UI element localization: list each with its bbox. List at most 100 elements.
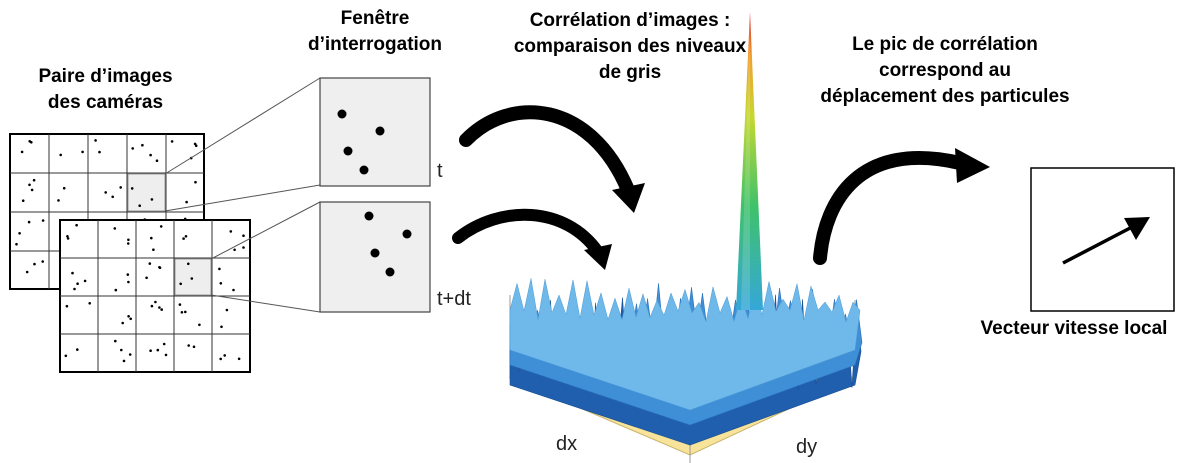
highlight-cell-front <box>174 258 212 296</box>
particle-dot <box>131 147 134 150</box>
particle-dot <box>184 235 188 238</box>
particle-dot <box>81 150 84 154</box>
interrogation-window-t <box>319 77 431 187</box>
particle-dot <box>162 342 166 346</box>
particle-dot <box>83 279 87 283</box>
axis-label-dx: dx <box>556 433 578 455</box>
particle-dot <box>149 153 152 157</box>
particle-dot <box>187 262 190 266</box>
correlation-label: Corrélation d’images : comparaison des n… <box>513 10 747 83</box>
particle-dot <box>150 198 154 201</box>
zoom-connectors <box>164 77 321 313</box>
particle-dot <box>27 220 31 224</box>
particle-dot <box>113 227 117 230</box>
particle-dot <box>156 348 160 352</box>
particle-dot <box>150 304 154 308</box>
particle-dot <box>30 188 34 192</box>
interrogation-window-t-dt <box>319 201 431 313</box>
particle-dot <box>145 276 148 280</box>
correlation-surface <box>508 12 863 463</box>
axis-label-dy: dy <box>796 436 818 458</box>
particle-dot <box>119 186 122 189</box>
time-label-t-dt: t+dt <box>437 288 471 310</box>
particle-dot <box>20 150 24 154</box>
particle-dot <box>141 143 144 147</box>
particle-dot <box>66 237 70 240</box>
correlation-peak <box>736 12 763 310</box>
particle-dot <box>59 153 62 157</box>
particle-dot <box>94 139 97 142</box>
particle-dot <box>73 287 76 291</box>
particle-dot <box>149 349 152 353</box>
particle-dot <box>71 271 74 275</box>
particle-dot <box>150 236 153 240</box>
particle-dot <box>242 234 245 237</box>
particle-dot <box>180 311 184 314</box>
particle-dot <box>219 357 222 361</box>
particle-dot <box>190 277 194 280</box>
particle-dot <box>155 159 159 162</box>
particle-dot <box>32 178 36 182</box>
particle-dot <box>148 262 152 265</box>
arrow-window-t-to-correlation <box>459 105 645 213</box>
particle-dot <box>127 238 130 242</box>
particle-dot <box>41 260 44 263</box>
velocity-vector-label: Vecteur vitesse local <box>980 318 1168 339</box>
particle-dot <box>219 282 223 285</box>
arrow-peak-to-vector <box>813 148 990 265</box>
particle-dot <box>185 200 188 204</box>
particle-dot <box>242 246 245 249</box>
particle-dot <box>225 308 229 312</box>
particle-dot <box>164 353 168 357</box>
particle-dot <box>76 348 79 351</box>
particle-dot <box>18 232 21 235</box>
particle-dot <box>127 280 130 284</box>
particle-dot <box>152 248 155 251</box>
particle-dot <box>154 300 157 304</box>
particle-dot <box>111 195 114 199</box>
particle-dot <box>88 302 91 305</box>
particle-dot <box>220 325 223 329</box>
particle-dot <box>126 273 130 276</box>
particle-dot <box>129 317 132 321</box>
particle-dot <box>65 304 69 308</box>
particle-dot <box>114 339 117 343</box>
particle-dot <box>158 306 161 309</box>
particle-dot <box>178 303 182 306</box>
peak-label: Le pic de corrélation correspond au dépl… <box>820 34 1070 107</box>
particle-dot <box>121 321 124 325</box>
particle-dot <box>25 270 29 274</box>
particle-dot <box>28 183 31 187</box>
arrow-window-t-dt-to-correlation <box>452 208 612 270</box>
particle-dot <box>122 359 126 363</box>
particle-dot <box>138 204 141 207</box>
particle-dot <box>159 225 163 228</box>
particle-dot <box>193 142 197 146</box>
particle-dot <box>233 248 236 252</box>
particle-dot <box>75 223 78 227</box>
particle-dot <box>104 191 107 194</box>
particle-dot <box>98 150 101 154</box>
particle-dot <box>127 315 130 318</box>
velocity-vector-icon <box>1062 224 1135 265</box>
camera-pair-label: Paire d’images des caméras <box>38 66 173 113</box>
interrogation-window-label: Fenêtre d’interrogation <box>307 8 443 55</box>
particle-dot <box>76 282 79 286</box>
particle-dot <box>179 282 182 286</box>
particle-dot <box>237 357 241 361</box>
particle-dot <box>158 266 162 270</box>
particle-dot <box>41 219 45 222</box>
particle-dot <box>126 242 130 245</box>
particle-dot <box>64 354 68 358</box>
particle-dot <box>187 344 190 347</box>
particle-dot <box>28 140 32 143</box>
velocity-vector-box <box>1030 167 1175 312</box>
particle-dot <box>66 235 69 238</box>
particle-dot <box>62 186 66 190</box>
particle-dot <box>128 353 132 356</box>
particle-dot <box>160 308 163 311</box>
particle-dot <box>184 310 187 314</box>
time-label-t: t <box>437 160 443 182</box>
particle-dot <box>114 288 118 292</box>
